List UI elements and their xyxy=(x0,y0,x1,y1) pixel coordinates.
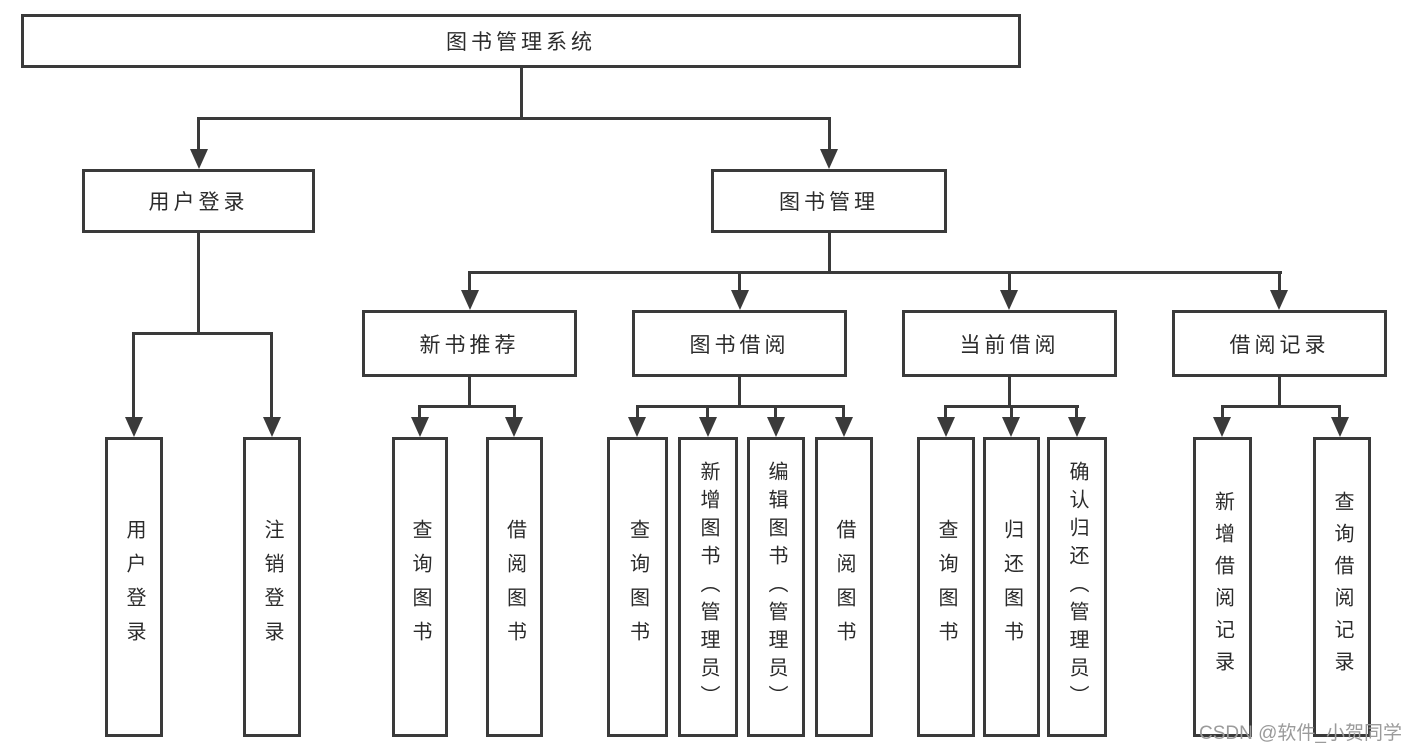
leaf-return-book-label: 归还图书 xyxy=(1000,519,1023,655)
arrow-down-icon xyxy=(628,417,646,437)
node-book-management-label: 图书管理 xyxy=(779,191,879,214)
connector-line xyxy=(636,405,845,408)
node-root: 图书管理系统 xyxy=(21,14,1021,68)
node-borrow-records-label: 借阅记录 xyxy=(1229,333,1330,357)
leaf-confirm-return-admin: 确认归还（管理员） xyxy=(1047,437,1107,737)
connector-line xyxy=(1221,405,1341,408)
node-current-borrow-label: 当前借阅 xyxy=(959,333,1060,357)
arrow-down-icon xyxy=(1331,417,1349,437)
node-user-login: 用户登录 xyxy=(82,169,315,233)
arrow-down-icon xyxy=(190,149,208,169)
arrow-down-icon xyxy=(767,417,785,437)
connector-line xyxy=(513,405,516,419)
arrow-down-icon xyxy=(1068,417,1086,437)
arrow-down-icon xyxy=(699,417,717,437)
node-new-book-recommend: 新书推荐 xyxy=(362,310,577,377)
node-book-borrow-label: 图书借阅 xyxy=(689,333,790,357)
connector-line xyxy=(774,405,777,419)
connector-line xyxy=(197,117,200,150)
node-new-book-recommend-label: 新书推荐 xyxy=(419,333,520,357)
connector-line xyxy=(1008,271,1011,292)
connector-line xyxy=(418,405,516,408)
connector-line xyxy=(828,117,831,150)
connector-line xyxy=(944,405,947,419)
leaf-query-books-current-label: 查询图书 xyxy=(935,519,957,655)
leaf-borrow-books-recommend: 借阅图书 xyxy=(486,437,543,737)
leaf-query-books-borrow: 查询图书 xyxy=(607,437,668,737)
leaf-query-books-current: 查询图书 xyxy=(917,437,975,737)
connector-line xyxy=(842,405,845,419)
connector-line xyxy=(520,67,523,118)
connector-line xyxy=(132,332,135,418)
arrow-down-icon xyxy=(461,290,479,310)
arrow-down-icon xyxy=(731,290,749,310)
connector-line xyxy=(1008,377,1011,406)
leaf-user-login: 用户登录 xyxy=(105,437,163,737)
connector-line xyxy=(197,233,200,333)
leaf-add-book-admin-label: 新增图书（管理员） xyxy=(697,461,719,713)
connector-line xyxy=(1338,405,1341,419)
csdn-watermark: CSDN @软件_小贺同学 xyxy=(1199,723,1402,744)
connector-line xyxy=(1010,405,1013,419)
connector-line xyxy=(270,332,273,418)
connector-line xyxy=(418,405,421,419)
connector-line xyxy=(1075,405,1078,419)
leaf-logout-label: 注销登录 xyxy=(261,519,283,655)
leaf-user-login-label: 用户登录 xyxy=(123,519,145,655)
leaf-edit-book-admin-label: 编辑图书（管理员） xyxy=(765,461,787,713)
arrow-down-icon xyxy=(263,417,281,437)
connector-line xyxy=(468,377,471,406)
arrow-down-icon xyxy=(937,417,955,437)
connector-line xyxy=(636,405,639,419)
connector-line xyxy=(738,377,741,406)
leaf-query-books-borrow-label: 查询图书 xyxy=(626,519,649,655)
node-user-login-label: 用户登录 xyxy=(148,191,249,214)
leaf-query-books-recommend-label: 查询图书 xyxy=(409,519,431,655)
leaf-borrow-books: 借阅图书 xyxy=(815,437,873,737)
node-borrow-records: 借阅记录 xyxy=(1172,310,1387,377)
arrow-down-icon xyxy=(1002,417,1020,437)
connector-line xyxy=(706,405,709,419)
leaf-query-borrow-record: 查询借阅记录 xyxy=(1313,437,1371,737)
leaf-query-books-recommend: 查询图书 xyxy=(392,437,448,737)
arrow-down-icon xyxy=(125,417,143,437)
connector-line xyxy=(197,117,831,120)
connector-line xyxy=(1278,377,1281,406)
connector-line xyxy=(468,271,1282,274)
leaf-add-book-admin: 新增图书（管理员） xyxy=(678,437,738,737)
leaf-borrow-books-label: 借阅图书 xyxy=(833,519,855,655)
arrow-down-icon xyxy=(505,417,523,437)
leaf-confirm-return-admin-label: 确认归还（管理员） xyxy=(1066,461,1088,713)
connector-line xyxy=(738,271,741,292)
arrow-down-icon xyxy=(1000,290,1018,310)
leaf-edit-book-admin: 编辑图书（管理员） xyxy=(747,437,805,737)
arrow-down-icon xyxy=(1213,417,1231,437)
leaf-borrow-books-recommend-label: 借阅图书 xyxy=(503,519,526,655)
node-root-label: 图书管理系统 xyxy=(446,31,596,54)
leaf-return-book: 归还图书 xyxy=(983,437,1040,737)
connector-line xyxy=(828,233,831,273)
node-current-borrow: 当前借阅 xyxy=(902,310,1117,377)
arrow-down-icon xyxy=(411,417,429,437)
connector-line xyxy=(132,332,273,335)
connector-line xyxy=(1278,271,1281,292)
connector-line xyxy=(468,271,471,292)
arrow-down-icon xyxy=(835,417,853,437)
node-book-management: 图书管理 xyxy=(711,169,947,233)
arrow-down-icon xyxy=(1270,290,1288,310)
leaf-add-borrow-record-label: 新增借阅记录 xyxy=(1211,491,1234,683)
arrow-down-icon xyxy=(820,149,838,169)
leaf-query-borrow-record-label: 查询借阅记录 xyxy=(1331,491,1353,683)
leaf-logout: 注销登录 xyxy=(243,437,301,737)
connector-line xyxy=(1221,405,1224,419)
leaf-add-borrow-record: 新增借阅记录 xyxy=(1193,437,1252,737)
node-book-borrow: 图书借阅 xyxy=(632,310,847,377)
